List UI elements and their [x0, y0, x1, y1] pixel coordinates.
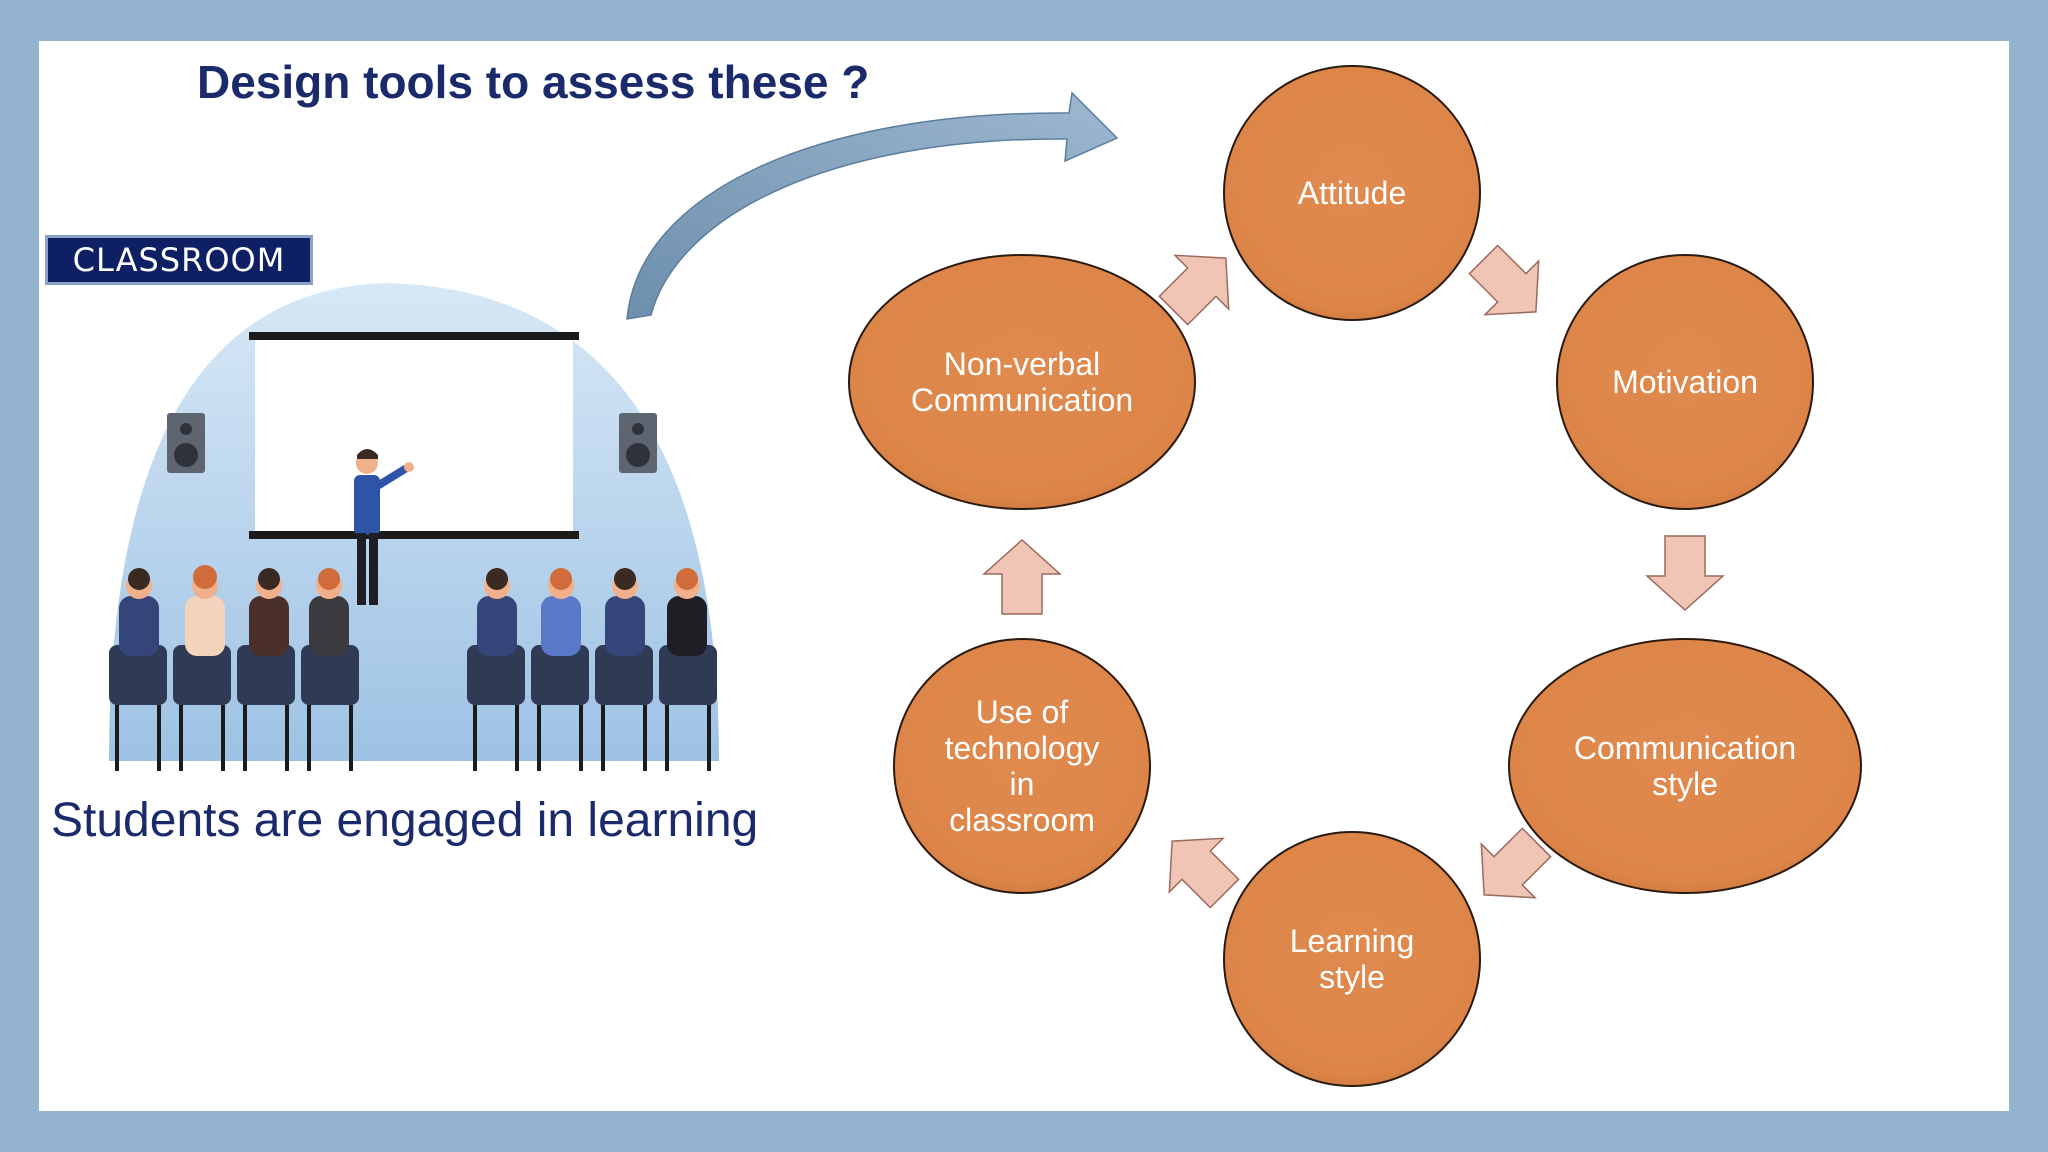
cycle-node-label: style — [1319, 959, 1385, 995]
cycle-node-label: Use of — [976, 694, 1069, 730]
slide-caption: Students are engaged in learning — [51, 794, 759, 847]
cycle-node-label: Motivation — [1612, 364, 1758, 400]
cycle-node-label: Attitude — [1298, 175, 1407, 211]
cycle-node-label: style — [1652, 766, 1718, 802]
cycle-arrow-icon — [1168, 837, 1240, 909]
cycle-node-label: in — [1010, 766, 1035, 802]
cycle-node-label: Communication — [1574, 730, 1796, 766]
cycle-node-shape — [893, 638, 1151, 894]
cycle-arrow-icon — [1480, 827, 1552, 899]
cycle-arrow-icon — [1468, 244, 1540, 316]
cycle-arrow-icon — [1645, 535, 1725, 612]
slide: Design tools to assess these ? CLASSROOM… — [39, 41, 2009, 1111]
cycle-node-motivation: Motivation — [1556, 254, 1814, 510]
cycle-node-label: classroom — [949, 802, 1095, 838]
cycle-node-shape — [1556, 254, 1814, 510]
cycle-diagram: AttitudeMotivationCommunicationstyleLear… — [848, 65, 1862, 1087]
cycle-node-attitude: Attitude — [1223, 65, 1481, 321]
cycle-node-label: Communication — [911, 382, 1133, 418]
classroom-badge: CLASSROOM — [45, 235, 313, 285]
cycle-node-label: Non-verbal — [944, 346, 1101, 382]
cycle-arrow-icon — [982, 538, 1062, 615]
cycle-node-shape — [1223, 831, 1481, 1087]
cycle-node-shape — [848, 254, 1196, 510]
cycle-node-shape — [1223, 65, 1481, 321]
cycle-node-shape — [1508, 638, 1862, 894]
cycle-node-label: technology — [945, 730, 1100, 766]
cycle-arrow-icon — [1158, 254, 1230, 326]
cycle-node-label: Learning — [1290, 923, 1415, 959]
